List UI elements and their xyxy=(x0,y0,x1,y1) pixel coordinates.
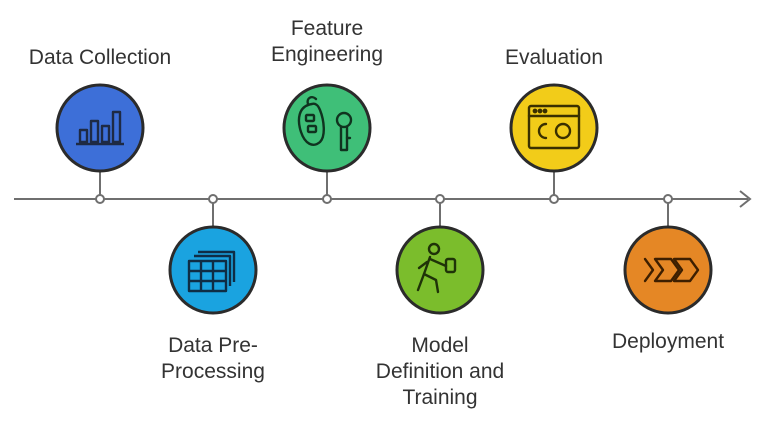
step-circle xyxy=(55,83,145,173)
bar-chart-icon xyxy=(76,110,124,146)
step-evaluation xyxy=(509,83,599,204)
step-circle xyxy=(395,225,485,315)
timeline-dot xyxy=(549,194,559,204)
timeline-dot xyxy=(322,194,332,204)
exercise-icon xyxy=(416,242,457,294)
browser-window-icon xyxy=(527,104,581,150)
timeline-dot xyxy=(435,194,445,204)
key-fob-icon xyxy=(297,96,353,152)
step-circle xyxy=(282,83,372,173)
step-model-definition-training xyxy=(395,194,485,315)
timeline-arrowhead xyxy=(739,190,752,208)
table-stack-icon xyxy=(187,250,236,293)
label-deployment: Deployment xyxy=(611,330,725,353)
label-data-pre-processing: Data Pre- Processing xyxy=(161,334,265,383)
label-data-collection: Data Collection xyxy=(28,46,172,69)
step-circle xyxy=(623,225,713,315)
timeline-dot xyxy=(95,194,105,204)
label-feature-engineering: Feature Engineering xyxy=(270,17,384,66)
step-data-pre-processing xyxy=(168,194,258,315)
label-model-definition-training: Model Definition and Training xyxy=(375,334,505,409)
fast-forward-icon xyxy=(643,257,700,283)
step-feature-engineering xyxy=(282,83,372,204)
step-deployment xyxy=(623,194,713,315)
step-data-collection xyxy=(55,83,145,204)
step-circle xyxy=(509,83,599,173)
label-evaluation: Evaluation xyxy=(504,46,604,69)
timeline-dot xyxy=(663,194,673,204)
timeline-dot xyxy=(208,194,218,204)
